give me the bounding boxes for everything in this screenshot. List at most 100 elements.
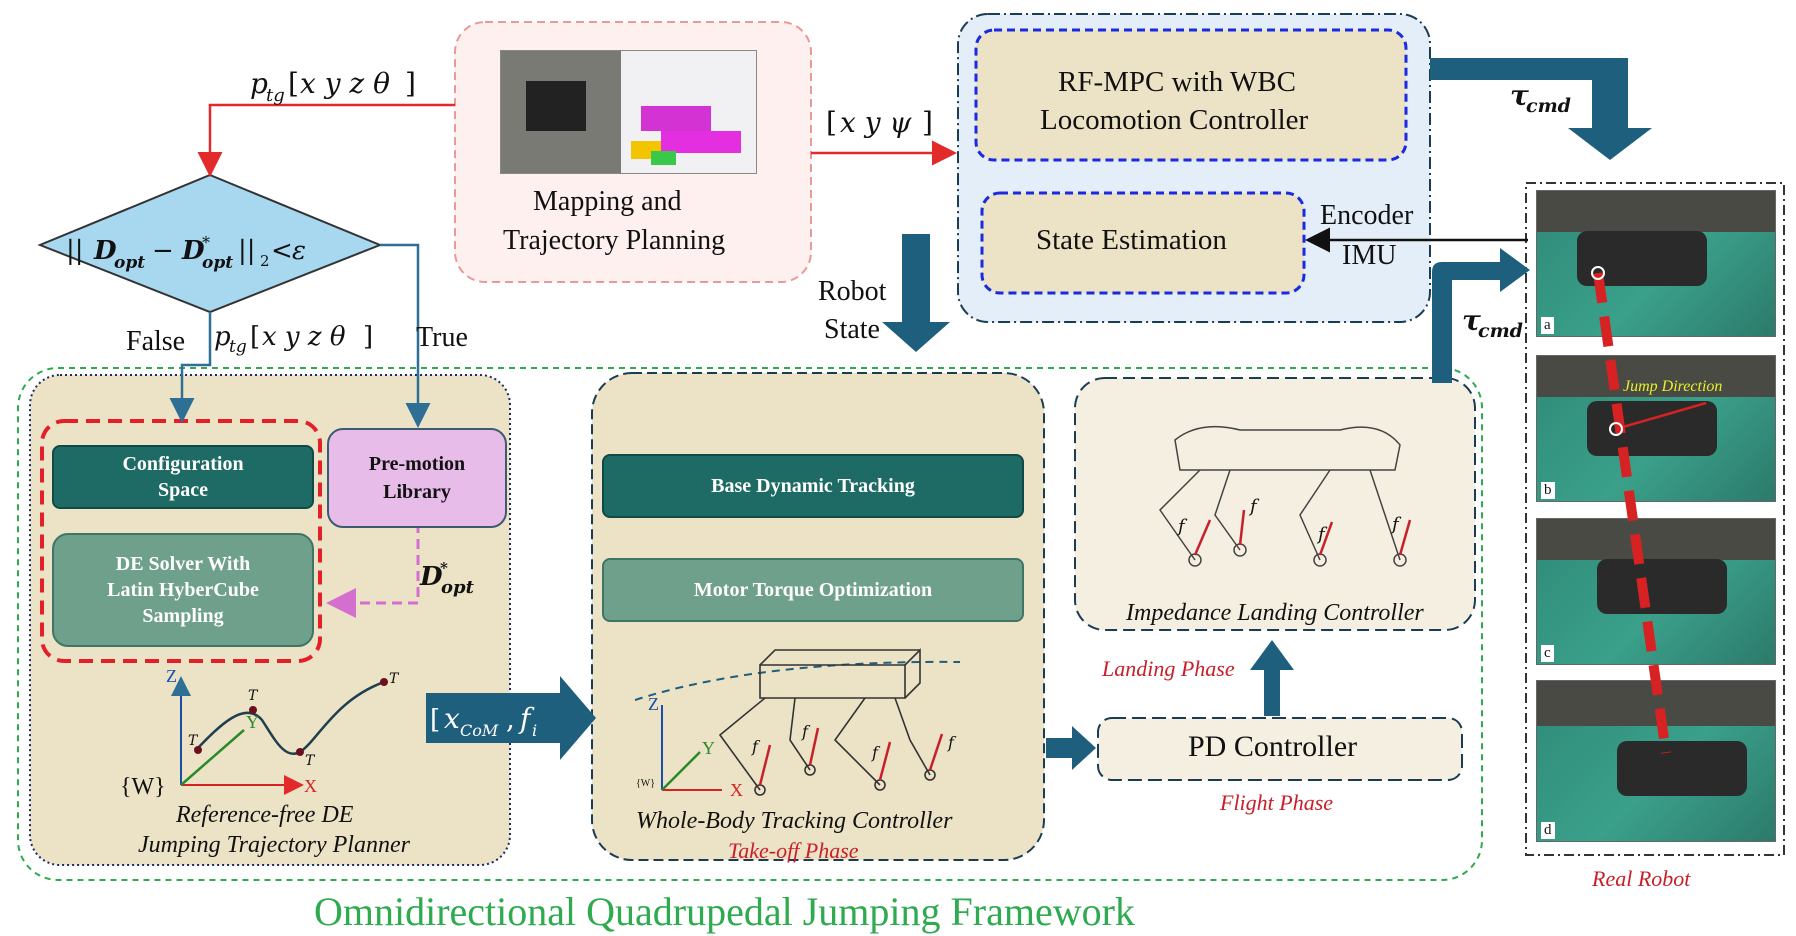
- rfmpc-inner: [974, 28, 1408, 162]
- pd-to-landing-arrow: [1250, 640, 1294, 716]
- svg-text:p: p: [250, 67, 268, 100]
- state-est-inner: [980, 191, 1306, 295]
- svg-text:τ: τ: [1510, 79, 1529, 112]
- tracking-caption: Whole-Body Tracking Controller: [636, 808, 953, 834]
- svg-text:[: [: [250, 322, 260, 352]
- mapping-title-line2: Trajectory Planning: [503, 225, 726, 256]
- planner-axis-x: X: [304, 776, 317, 796]
- de-solver-line1: DE Solver With: [115, 553, 251, 575]
- robot-state-line1: Robot: [818, 276, 887, 307]
- landing-phase-label: Landing Phase: [1102, 656, 1235, 681]
- dopt-label: D*opt: [419, 559, 475, 598]
- de-solver-line3: Sampling: [142, 605, 224, 627]
- condition-formula: || D opt − D * opt || 2 < ε: [66, 233, 306, 273]
- motor-torque-optimization-box: Motor Torque Optimization: [602, 558, 1024, 622]
- takeoff-phase-label: Take-off Phase: [728, 838, 859, 863]
- planner-axis-y: Y: [246, 712, 259, 732]
- de-solver-line2: Latin HyberCube: [107, 579, 259, 601]
- svg-text:tg: tg: [229, 337, 247, 357]
- svg-text:]: ]: [922, 106, 933, 139]
- svg-text:T: T: [248, 688, 259, 704]
- svg-text:opt: opt: [441, 577, 475, 598]
- config-space-line1: Configuration: [122, 453, 244, 475]
- svg-text:*: *: [202, 233, 210, 252]
- svg-text:T: T: [188, 733, 199, 749]
- svg-text:<: <: [271, 236, 293, 266]
- framework-container: [17, 367, 1483, 881]
- tracking-axis-z: Z: [648, 694, 659, 714]
- planner-caption-line1: Reference-free DE: [176, 802, 354, 828]
- framework-title: Omnidirectional Quadrupedal Jumping Fram…: [314, 889, 1135, 934]
- svg-text:f: f: [801, 722, 811, 741]
- svg-text:]: ]: [363, 322, 373, 352]
- svg-text:f: f: [871, 743, 881, 762]
- svg-text:x: x: [444, 702, 460, 735]
- svg-text:[: [: [430, 705, 440, 735]
- svg-text:D: D: [181, 236, 205, 266]
- svg-text:x y z θ: x y z θ: [262, 322, 346, 352]
- tracking-to-pd-arrow: [1046, 726, 1096, 770]
- pd-controller-label: PD Controller: [1188, 730, 1358, 763]
- xypsi-label: [x y ψ]: [826, 106, 933, 139]
- svg-text:||: ||: [238, 236, 256, 266]
- svg-text:]: ]: [405, 67, 416, 100]
- landing-panel: [1074, 377, 1476, 631]
- svg-text:[: [: [826, 106, 837, 139]
- tau-cmd-bottom-arrow: [1432, 248, 1530, 383]
- tracking-robot-sketch: [634, 648, 961, 796]
- svg-text:opt: opt: [114, 253, 145, 273]
- landing-robot-sketch: [1159, 425, 1412, 567]
- ptg-top-label: ptg [x y z θ]: [250, 67, 416, 106]
- svg-text:||: ||: [66, 236, 84, 266]
- flight-phase-label: Flight Phase: [1220, 790, 1334, 815]
- xcom-arrow: [426, 676, 596, 760]
- real-robot-photo-d: d: [1536, 680, 1776, 842]
- landing-caption: Impedance Landing Controller: [1126, 600, 1424, 626]
- real-robot-photo-c: c: [1536, 518, 1776, 665]
- rfmpc-title-line2: Locomotion Controller: [1040, 104, 1309, 136]
- frame-label-d: d: [1541, 822, 1555, 839]
- svg-text:CoM: CoM: [460, 721, 499, 740]
- frame-label-c: c: [1541, 645, 1554, 662]
- ptg-bottom-label: ptg [x y z θ]: [214, 322, 373, 357]
- svg-text:[: [: [288, 67, 299, 100]
- svg-text:D: D: [93, 236, 117, 266]
- svg-text:T: T: [305, 753, 316, 769]
- real-robot-photo-a: a: [1536, 190, 1776, 337]
- svg-text:x y ψ: x y ψ: [840, 106, 912, 139]
- planner-axis-z: Z: [166, 666, 177, 686]
- svg-text:opt: opt: [202, 253, 233, 273]
- encoder-label: Encoder: [1320, 200, 1414, 231]
- svg-text:cmd: cmd: [1526, 95, 1571, 117]
- svg-text:p: p: [214, 322, 231, 352]
- svg-text:*: *: [440, 559, 448, 577]
- mapping-title-line1: Mapping and: [533, 186, 682, 217]
- planner-world-label: {W}: [120, 774, 166, 800]
- svg-text:τ: τ: [1462, 304, 1481, 337]
- rfmpc-title-line1: RF-MPC with WBC: [1058, 66, 1296, 98]
- planner-caption-line2: Jumping Trajectory Planner: [138, 832, 410, 858]
- tau-cmd-top-arrow: [1430, 58, 1652, 160]
- real-robot-caption: Real Robot: [1592, 866, 1691, 891]
- premotion-line2: Library: [383, 481, 451, 503]
- svg-text:f: f: [751, 737, 761, 756]
- tracking-axis-x: X: [730, 780, 743, 800]
- frame-label-a: a: [1541, 317, 1554, 334]
- svg-text:cmd: cmd: [1478, 320, 1523, 342]
- pd-panel: [1097, 717, 1463, 781]
- tracking-world-label: {W}: [636, 778, 656, 789]
- svg-text:,: ,: [506, 702, 515, 735]
- svg-text:2: 2: [260, 252, 270, 270]
- svg-text:i: i: [532, 721, 537, 740]
- robot-state-arrow: [882, 234, 982, 352]
- premotion-line1: Pre-motion: [368, 453, 466, 475]
- decision-diamond: [37, 173, 383, 314]
- tracking-axis-y: Y: [702, 738, 715, 758]
- svg-text:tg: tg: [266, 85, 285, 106]
